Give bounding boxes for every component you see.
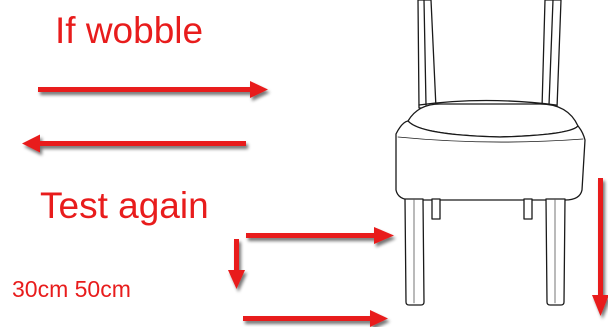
arrow-down-icon [592,178,608,316]
chair-drawing [395,0,586,306]
chair-back-leg-left [431,198,441,220]
arrow-left-icon [22,134,246,153]
instruction-test-again: Test again [40,185,209,226]
arrow-right-icon [243,310,388,327]
chair-back-leg-right [523,198,533,220]
distance-labels: 30cm 50cm [12,276,131,302]
arrow-right-icon [38,81,268,98]
arrow-right-icon [246,227,394,244]
instruction-if-wobble: If wobble [55,10,204,51]
arrow-down-icon [228,239,245,289]
chair-front-leg-left [404,198,425,306]
chair-front-leg-right [545,198,566,306]
chair-backrest [417,0,437,109]
